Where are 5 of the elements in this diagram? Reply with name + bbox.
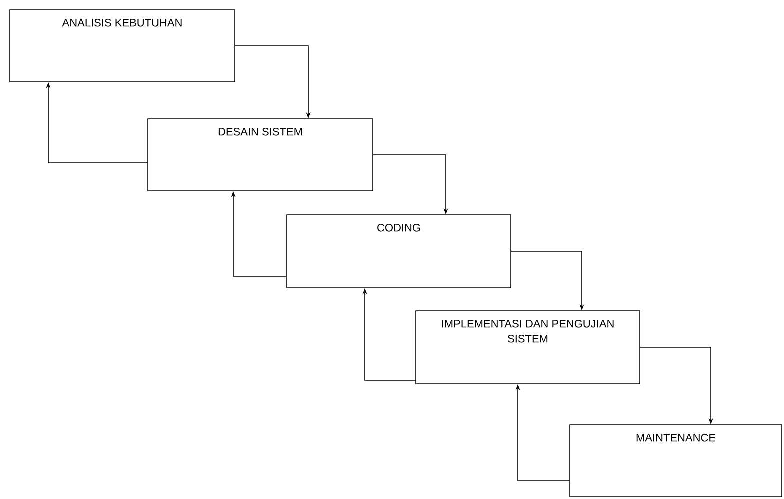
process-box: ANALISIS KEBUTUHAN bbox=[10, 10, 236, 82]
process-box: CODING bbox=[286, 214, 512, 288]
process-box: MAINTENANCE bbox=[570, 424, 782, 498]
process-box: IMPLEMENTASI DAN PENGUJIAN SISTEM bbox=[416, 310, 640, 384]
process-box: DESAIN SISTEM bbox=[148, 118, 374, 192]
